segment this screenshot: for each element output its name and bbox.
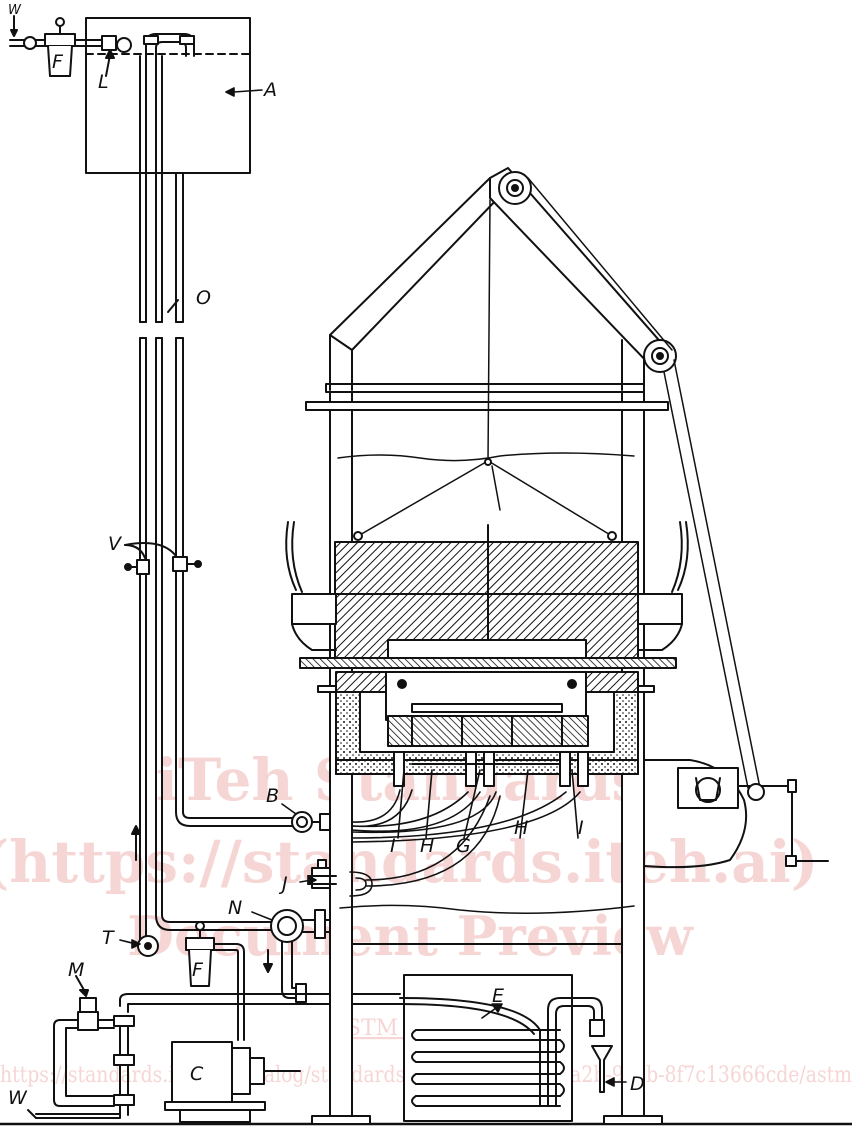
lower-chamber: [339, 904, 635, 914]
overflow-gooseneck: [143, 33, 195, 201]
cooling-coil-e: [399, 974, 605, 1122]
valves-v: [124, 542, 202, 575]
hoses: [349, 789, 581, 897]
label-f-bottom: F: [192, 959, 204, 981]
label-a: A: [262, 79, 277, 101]
label-w-top: W: [8, 3, 22, 18]
cover-handles: [285, 521, 689, 651]
label-h-right: H: [514, 817, 528, 839]
drain-piping: [27, 975, 401, 1119]
pipe-to-b: [175, 811, 337, 833]
watermark-line3: Document Preview: [127, 904, 694, 968]
label-o: O: [196, 287, 211, 309]
gauge-t: [131, 825, 159, 957]
leader-lines: [119, 87, 627, 1087]
filter-f-bottom: [185, 921, 245, 1041]
label-t: T: [102, 927, 115, 949]
furnace-body: [317, 671, 655, 787]
labels: W F L A O V B I H G H I J N T F M E C D …: [8, 3, 645, 1109]
label-m: M: [68, 959, 84, 981]
label-b: B: [266, 785, 279, 807]
furnace-cover: [299, 524, 677, 669]
crank-winch: [643, 759, 829, 869]
label-v: V: [108, 533, 123, 555]
label-i-left: I: [390, 835, 396, 857]
label-g: G: [456, 835, 471, 857]
label-w-bottom: W: [8, 1087, 28, 1109]
label-l: L: [98, 71, 109, 93]
watermark-line2: (https://standards.iteh.ai): [0, 828, 818, 896]
vertical-pipes-o: [139, 55, 184, 941]
inlet-line: [9, 15, 132, 77]
label-h-left: H: [420, 835, 434, 857]
label-f-top: F: [52, 51, 64, 73]
label-d: D: [630, 1073, 645, 1095]
label-j: J: [278, 873, 288, 895]
pump-c: [164, 1041, 301, 1123]
funnel-d: [591, 1045, 613, 1093]
pipe-to-n: [155, 909, 337, 1003]
label-i-right: I: [578, 817, 584, 839]
label-n: N: [228, 897, 242, 919]
label-c: C: [190, 1063, 204, 1085]
label-e: E: [492, 985, 504, 1007]
